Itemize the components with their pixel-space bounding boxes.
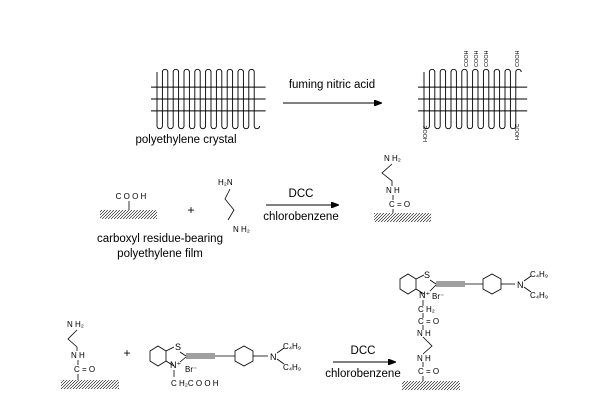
plus-sign: + xyxy=(187,203,194,217)
product-butyl-top: C₄H₉ xyxy=(530,270,548,279)
bond xyxy=(415,288,425,295)
product-ch2: C H₂ xyxy=(418,305,435,314)
amine-label-bottom: N H₂ xyxy=(233,225,250,234)
ethylene-bonds xyxy=(381,163,393,186)
product-sulfur: S xyxy=(424,270,430,280)
bond xyxy=(165,346,175,352)
ethylene-bonds xyxy=(67,329,78,351)
phenyl-ring xyxy=(234,345,254,367)
ethylene-bonds xyxy=(422,336,433,355)
amine-label-top: H₂N xyxy=(218,178,233,187)
crystal-label: polyethylene crystal xyxy=(136,134,237,146)
dye-nitrogen: N⁺ xyxy=(170,360,181,370)
cooh-group: COOH xyxy=(515,50,521,67)
reagent-chlorobenzene: chlorobenzene xyxy=(325,368,400,380)
cooh-group: COOH xyxy=(474,50,480,67)
bond xyxy=(276,347,285,354)
product-nh1: N H xyxy=(417,329,431,338)
product-co1: C = O xyxy=(418,317,439,326)
product-co2: C = O xyxy=(418,367,439,376)
polyethylene-film xyxy=(402,381,460,390)
reactant-nh: N H xyxy=(71,351,85,360)
product-nitrogen: N⁺ xyxy=(419,290,430,300)
product-co: C = O xyxy=(389,200,410,209)
product-nh2: N H xyxy=(417,354,431,363)
cooh-group: HOOC xyxy=(423,125,429,142)
film-label-line2: polyethylene film xyxy=(117,248,203,260)
benzene-ring xyxy=(399,273,417,295)
cooh-group: HOOC xyxy=(515,123,521,140)
cooh-group: COOH xyxy=(484,50,490,67)
benzothiazolium-dye xyxy=(149,345,268,377)
dye-carboxymethyl: C H₂C O O H xyxy=(171,379,219,388)
bond xyxy=(429,284,437,292)
polyethylene-film xyxy=(374,213,431,222)
dye-butyl-top: C₄H₉ xyxy=(283,342,301,351)
phenyl-ring xyxy=(482,273,502,295)
reactant-nh2: N H₂ xyxy=(67,320,84,329)
dye-amine-nitrogen: N xyxy=(270,352,277,362)
plus-sign: + xyxy=(123,346,130,360)
bond xyxy=(523,275,532,282)
cooh-group: COOH xyxy=(464,50,470,67)
bond xyxy=(415,274,425,280)
bond xyxy=(523,286,532,293)
product-nh: N H xyxy=(386,186,400,195)
reagent-dcc: DCC xyxy=(351,345,376,357)
reactant-co: C = O xyxy=(74,365,95,374)
dye-product xyxy=(399,273,515,381)
cooh-label: C O O H xyxy=(116,192,147,201)
dye-bromide: Br⁻ xyxy=(185,365,197,374)
polyethylene-crystal xyxy=(151,68,266,130)
polyethylene-film xyxy=(61,380,119,389)
bond xyxy=(165,360,175,367)
bond xyxy=(276,358,285,365)
bond xyxy=(179,356,187,363)
product-nh2: N H₂ xyxy=(384,154,401,163)
reagent-chlorobenzene: chlorobenzene xyxy=(263,211,338,223)
dye-butyl-bottom: C₄H₉ xyxy=(283,363,301,372)
ethylene-bonds xyxy=(224,188,235,221)
product-amine-nitrogen: N xyxy=(517,280,524,290)
product-butyl-bottom: C₄H₉ xyxy=(530,291,548,300)
polyethylene-film xyxy=(100,210,157,219)
bond xyxy=(179,351,187,357)
reagent-label-fuming-nitric-acid: fuming nitric acid xyxy=(289,79,375,91)
folded-chain xyxy=(156,68,261,130)
benzene-ring xyxy=(149,345,167,367)
product-bromide: Br⁻ xyxy=(432,292,444,301)
film-label-line1: carboxyl residue-bearing xyxy=(97,233,223,245)
dye-sulfur: S xyxy=(175,342,181,352)
bond xyxy=(429,279,437,285)
oxidized-crystal xyxy=(418,68,528,130)
reagent-dcc: DCC xyxy=(289,188,314,200)
folded-chain xyxy=(423,68,522,130)
